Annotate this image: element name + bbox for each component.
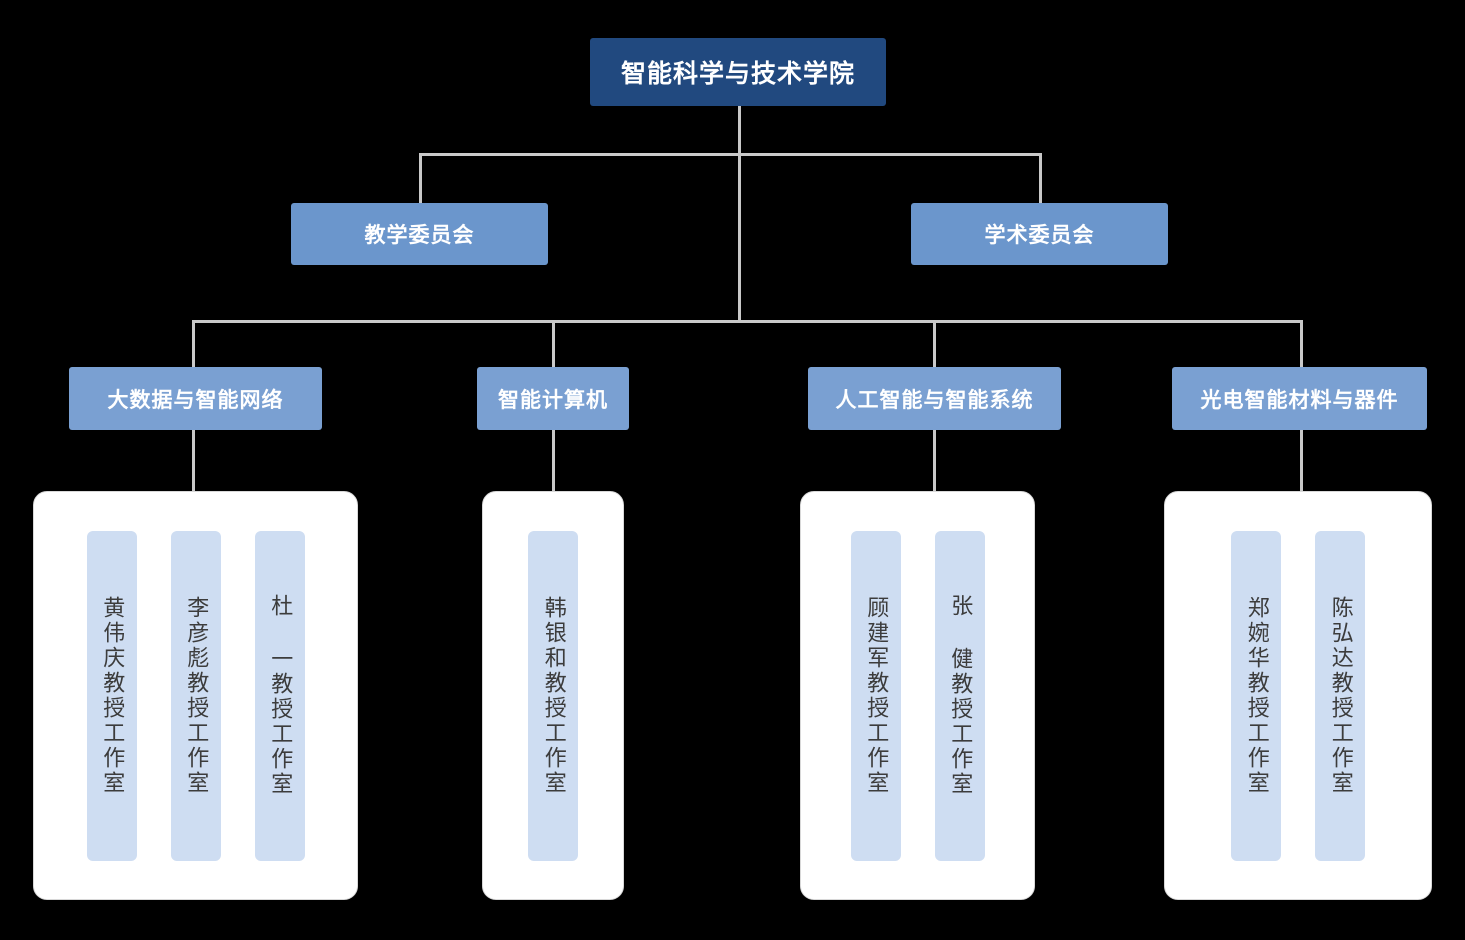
connector-department-bus [192, 320, 1302, 323]
node-department-0-label: 大数据与智能网络 [107, 388, 284, 412]
node-department-optoelectronic-materials[interactable]: 光电智能材料与器件 [1172, 367, 1427, 430]
lab-label: 杜 一教授工作室 [267, 594, 293, 797]
node-committee-teaching[interactable]: 教学委员会 [291, 203, 548, 265]
connector-drop-department-2 [933, 320, 936, 368]
node-root-college[interactable]: 智能科学与技术学院 [590, 38, 886, 106]
node-department-2-label: 人工智能与智能系统 [835, 388, 1034, 412]
connector-drop-committee-1 [1039, 153, 1042, 204]
connector-drop-labgroup-0 [192, 430, 195, 492]
lab-card[interactable]: 黄伟庆教授工作室 [86, 530, 137, 861]
connector-drop-labgroup-2 [933, 430, 936, 492]
connector-drop-committee-0 [419, 153, 422, 204]
connector-drop-labgroup-1 [552, 430, 555, 492]
node-department-3-label: 光电智能材料与器件 [1200, 388, 1399, 412]
node-department-1-label: 智能计算机 [498, 388, 608, 412]
lab-label: 顾建军教授工作室 [863, 595, 889, 796]
node-department-big-data[interactable]: 大数据与智能网络 [69, 367, 322, 430]
connector-drop-department-0 [192, 320, 195, 368]
connector-root-stem [738, 105, 741, 155]
node-committee-academic[interactable]: 学术委员会 [911, 203, 1168, 265]
lab-label: 李彦彪教授工作室 [183, 595, 209, 796]
lab-card[interactable]: 韩银和教授工作室 [528, 530, 578, 861]
node-root-label: 智能科学与技术学院 [620, 60, 855, 88]
connector-committee-bus [419, 153, 1042, 156]
lab-label: 陈弘达教授工作室 [1327, 595, 1353, 796]
lab-card[interactable]: 杜 一教授工作室 [254, 530, 305, 861]
connector-drop-department-1 [552, 320, 555, 368]
lab-group-ai-systems: 顾建军教授工作室 张 健教授工作室 [800, 491, 1035, 900]
node-committee-academic-label: 学术委员会 [984, 224, 1095, 247]
lab-label: 郑婉华教授工作室 [1243, 595, 1269, 796]
lab-card[interactable]: 张 健教授工作室 [934, 530, 985, 861]
lab-card[interactable]: 陈弘达教授工作室 [1315, 530, 1365, 861]
node-department-intelligent-computer[interactable]: 智能计算机 [477, 367, 629, 430]
lab-label: 黄伟庆教授工作室 [99, 595, 125, 796]
node-committee-teaching-label: 教学委员会 [364, 224, 475, 247]
lab-group-optoelectronic-materials: 郑婉华教授工作室 陈弘达教授工作室 [1164, 491, 1432, 900]
connector-root-spine [738, 153, 741, 321]
node-department-ai-systems[interactable]: 人工智能与智能系统 [808, 367, 1061, 430]
lab-label: 韩银和教授工作室 [540, 595, 566, 796]
lab-group-big-data: 黄伟庆教授工作室 李彦彪教授工作室 杜 一教授工作室 [33, 491, 358, 900]
lab-card[interactable]: 郑婉华教授工作室 [1231, 530, 1281, 861]
lab-group-intelligent-computer: 韩银和教授工作室 [482, 491, 624, 900]
connector-drop-labgroup-3 [1300, 430, 1303, 492]
lab-card[interactable]: 顾建军教授工作室 [850, 530, 901, 861]
lab-card[interactable]: 李彦彪教授工作室 [170, 530, 221, 861]
lab-label: 张 健教授工作室 [947, 594, 973, 797]
connector-drop-department-3 [1300, 320, 1303, 368]
